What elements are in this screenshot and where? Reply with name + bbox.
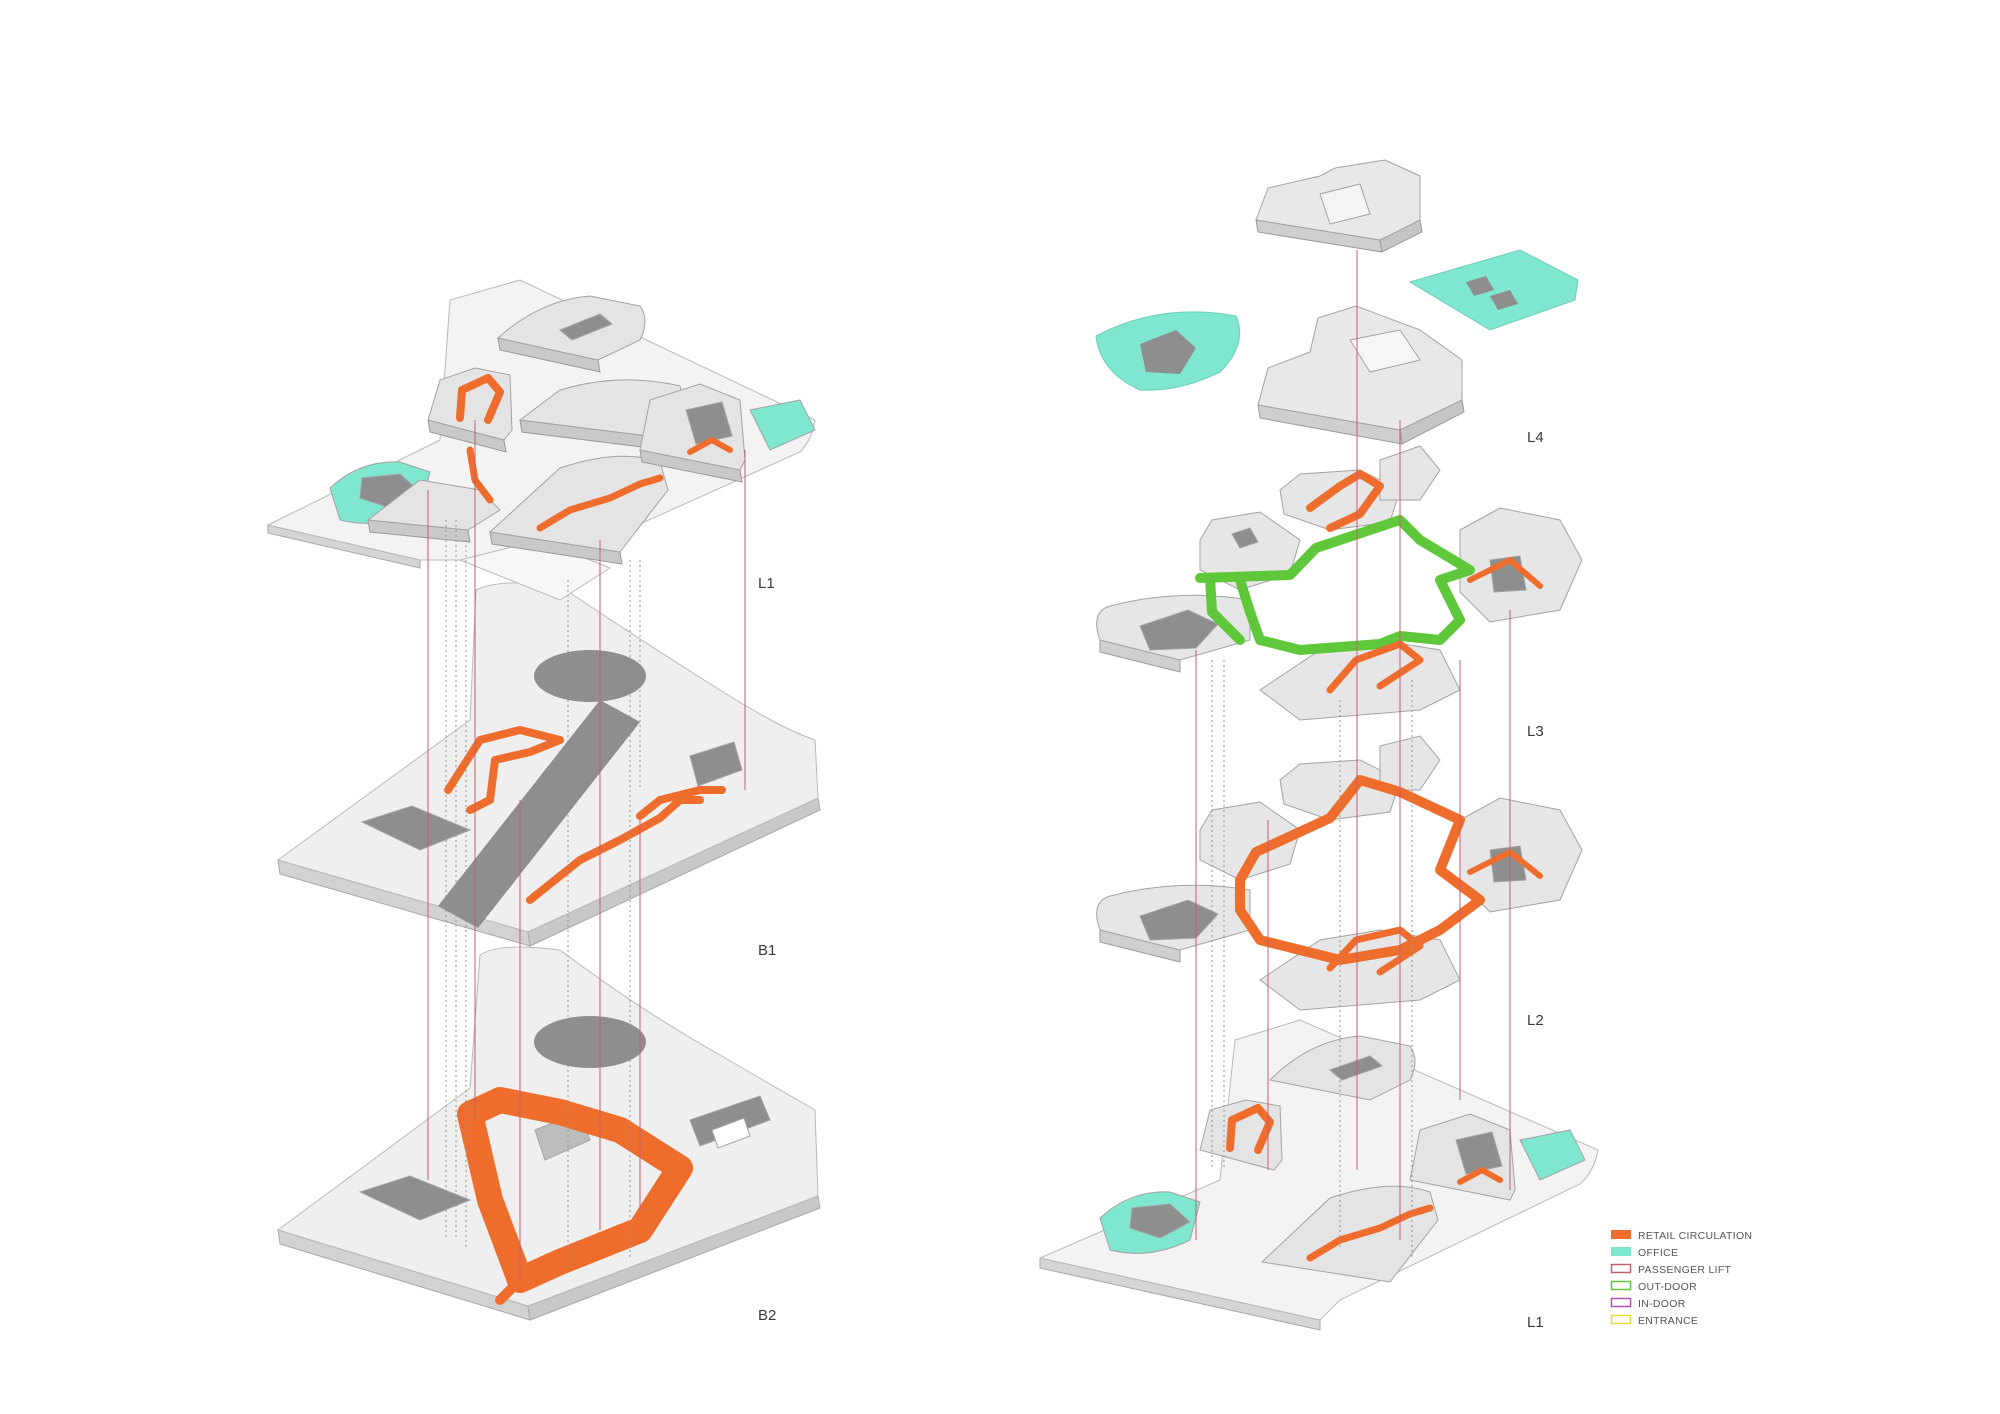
roof-block (1255, 159, 1423, 253)
legend-swatch-outdoor (1610, 1280, 1632, 1291)
level-l2-plate (1096, 735, 1583, 1011)
slab-b1 (276, 582, 821, 947)
level-label-l1-left: L1 (758, 575, 775, 592)
road-band (438, 700, 640, 928)
office-void-ne-2 (1490, 290, 1518, 310)
legend-item-passenger-lift: PASSENGER LIFT (1610, 1263, 1732, 1276)
level-label-b1: B1 (758, 942, 776, 959)
void-ellipse-b2 (534, 1016, 646, 1068)
level-label-l2: L2 (1527, 1012, 1544, 1029)
legend-item-retail-circulation: RETAIL CIRCULATION (1611, 1230, 1752, 1242)
level-label-l4: L4 (1527, 429, 1544, 446)
lift-lines-left (427, 420, 746, 1280)
legend-label-office: OFFICE (1638, 1247, 1678, 1259)
legend-item-office: OFFICE (1611, 1247, 1678, 1259)
legend-item-out-door: OUT-DOOR (1610, 1280, 1697, 1293)
l4-building (1257, 305, 1465, 445)
office-void-ne-1 (1466, 276, 1494, 296)
legend-item-in-door: IN-DOOR (1610, 1297, 1686, 1310)
level-label-l1-right: L1 (1527, 1314, 1544, 1331)
routes-l1-right (1226, 1104, 1503, 1262)
slab-b2 (276, 946, 821, 1321)
legend-label-retail: RETAIL CIRCULATION (1638, 1230, 1752, 1242)
legend-label-indoor: IN-DOOR (1638, 1298, 1686, 1310)
level-label-l3: L3 (1527, 723, 1544, 740)
legend-swatch-retail (1611, 1230, 1631, 1239)
legend-label-outdoor: OUT-DOOR (1638, 1281, 1697, 1293)
legend-swatch-office (1611, 1247, 1631, 1256)
buildings-l1-left (329, 295, 816, 565)
legend-item-entrance: ENTRANCE (1610, 1314, 1698, 1327)
void-ellipse-b1 (534, 650, 646, 702)
left-stack: L1 B1 B2 (266, 279, 821, 1324)
slab-l1-right (1038, 1019, 1599, 1331)
legend-label-lift: PASSENGER LIFT (1638, 1264, 1732, 1276)
lift-lines-right (1195, 250, 1511, 1260)
legend-swatch-entrance (1610, 1314, 1632, 1325)
legend-swatch-indoor (1610, 1297, 1632, 1308)
legend: RETAIL CIRCULATION OFFICE PASSENGER LIFT… (1610, 1230, 1752, 1327)
right-stack: L4 L3 L2 L1 (1038, 159, 1599, 1331)
office-void-nw (1140, 330, 1196, 374)
legend-label-entrance: ENTRANCE (1638, 1315, 1698, 1327)
level-label-b2: B2 (758, 1307, 776, 1324)
legend-swatch-lift (1610, 1263, 1632, 1274)
